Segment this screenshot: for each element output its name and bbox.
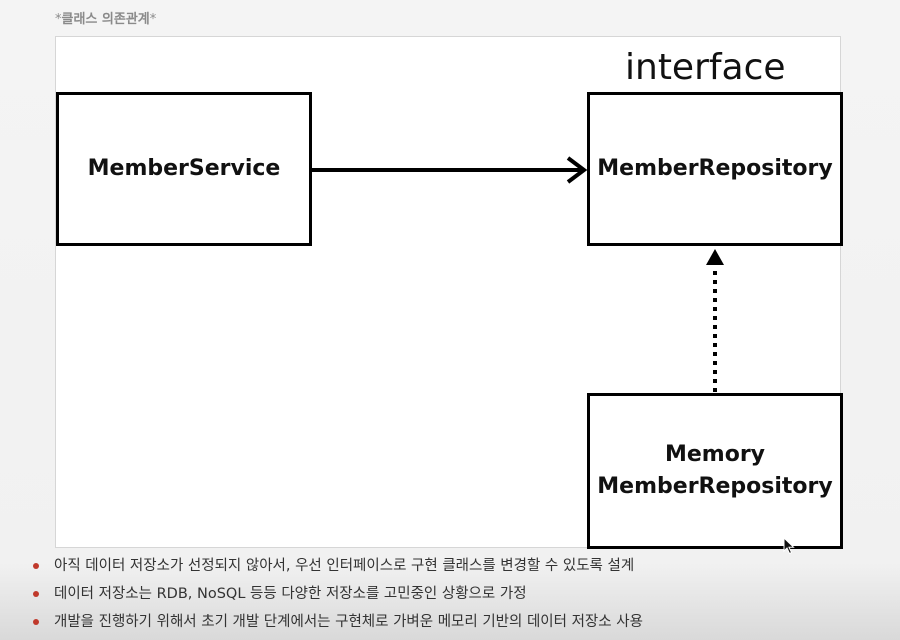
bullet-text: 개발을 진행하기 위해서 초기 개발 단계에서는 구현체로 가벼운 메모리 기반…	[54, 614, 643, 630]
bullet-item: 아직 데이터 저장소가 선정되지 않아서, 우선 인터페이스로 구현 클래스를 …	[32, 552, 643, 580]
bullet-dot	[33, 563, 39, 569]
memory-member-repository-label-line2: MemberRepository	[597, 474, 833, 499]
member-service-box: MemberService	[56, 92, 312, 246]
diagram-caption: *클래스 의존관계*	[55, 10, 156, 30]
caption-asterisk-left: *	[55, 12, 62, 27]
bullet-text: 아직 데이터 저장소가 선정되지 않아서, 우선 인터페이스로 구현 클래스를 …	[54, 558, 635, 574]
memory-member-repository-label-line1: Memory	[664, 442, 766, 467]
mouse-pointer-icon	[783, 537, 795, 555]
memory-member-repository-box: Memory MemberRepository	[587, 393, 843, 549]
member-repository-box: MemberRepository	[587, 92, 843, 246]
bullet-item: 데이터 저장소는 RDB, NoSQL 등등 다양한 저장소를 고민중인 상황으…	[32, 580, 643, 608]
bullet-dot	[33, 591, 39, 597]
bullet-text: 데이터 저장소는 RDB, NoSQL 등등 다양한 저장소를 고민중인 상황으…	[54, 586, 527, 602]
interface-label: interface	[625, 47, 786, 88]
caption-title: 클래스 의존관계	[61, 12, 150, 27]
member-service-label: MemberService	[87, 156, 281, 181]
bullet-list: 아직 데이터 저장소가 선정되지 않아서, 우선 인터페이스로 구현 클래스를 …	[32, 552, 643, 636]
bullet-dot	[33, 619, 39, 625]
caption-asterisk-right: *	[149, 12, 157, 27]
bullet-item: 개발을 진행하기 위해서 초기 개발 단계에서는 구현체로 가벼운 메모리 기반…	[32, 608, 643, 636]
member-repository-label: MemberRepository	[597, 156, 833, 181]
